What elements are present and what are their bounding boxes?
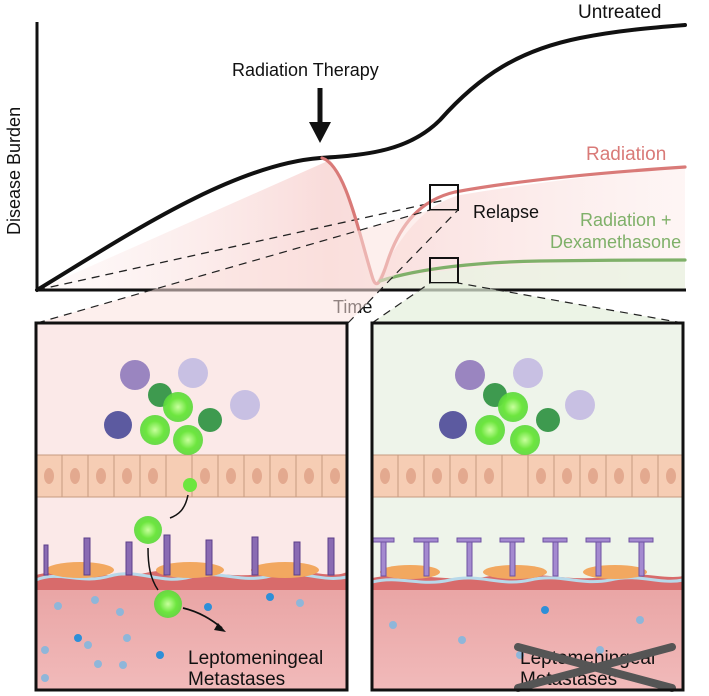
left-panel-label-2: Metastases [188, 669, 285, 690]
burden-graph: Disease Burden Time Untreated Radiation … [4, 2, 687, 317]
migration-arrow-head [214, 623, 226, 632]
ylabel: Disease Burden [4, 107, 24, 235]
meningeal-cell [583, 565, 647, 579]
dendritic-cell [439, 411, 467, 439]
migrating-tumor-cell [154, 590, 182, 618]
left-panel-label-1: Leptomeningeal [188, 648, 323, 669]
left-brain-tissue [36, 583, 347, 690]
left-panel-border [34, 321, 349, 692]
label-rad-dex-1: Radiation + [580, 210, 672, 230]
right-wedge-edge-b [457, 282, 684, 324]
cross-out-line-2 [514, 643, 676, 692]
left-wedge-edge-a [36, 209, 431, 324]
migrating-tumor-cell [183, 478, 197, 492]
left-wedge-edge-b [347, 209, 459, 324]
right-panel: Leptomeningeal Metastases [370, 321, 685, 692]
immune-cell [230, 390, 260, 420]
right-brain-tissue [372, 583, 683, 690]
meningeal-cell [46, 562, 114, 578]
left-pia-cells [43, 534, 335, 576]
label-untreated: Untreated [578, 2, 661, 23]
right-pia-cells [371, 537, 654, 577]
tumor-cell [173, 425, 203, 455]
tumor-cell [498, 392, 528, 422]
right-wedge-edge-a [371, 282, 431, 324]
immune-cell [198, 408, 222, 432]
radiation-shaded-area [37, 160, 685, 290]
tumor-cell [510, 425, 540, 455]
immune-cell [565, 390, 595, 420]
immune-cell [178, 358, 208, 388]
left-zoom-wedge [37, 210, 458, 323]
label-relapse: Relapse [473, 202, 539, 222]
migration-arrow [169, 494, 189, 519]
tumor-cell [140, 415, 170, 445]
migration-arrow [147, 547, 159, 591]
right-epithelium [371, 454, 684, 498]
immune-cell [455, 360, 485, 390]
migrating-tumor-cell [134, 516, 162, 544]
tumor-cell [163, 392, 193, 422]
label-rad-dex-2: Dexamethasone [550, 232, 681, 252]
label-radiation-therapy: Radiation Therapy [232, 60, 379, 80]
tumor-cell [475, 415, 505, 445]
right-zoom-wedge [372, 283, 683, 323]
radiation-arrow-head [309, 122, 331, 143]
immune-cell [513, 358, 543, 388]
left-panel: Leptomeningeal Metastases [34, 321, 349, 692]
meningeal-cell [251, 562, 319, 578]
immune-cell [120, 360, 150, 390]
dexamethasone-curve [378, 258, 687, 283]
dendritic-cell [104, 411, 132, 439]
immune-cell [536, 408, 560, 432]
meningeal-cell [380, 565, 440, 579]
right-csf-dots [389, 606, 644, 659]
left-csf-dots [41, 593, 304, 682]
label-radiation: Radiation [586, 144, 666, 165]
right-panel-border [370, 321, 685, 692]
untreated-curve [35, 23, 687, 292]
